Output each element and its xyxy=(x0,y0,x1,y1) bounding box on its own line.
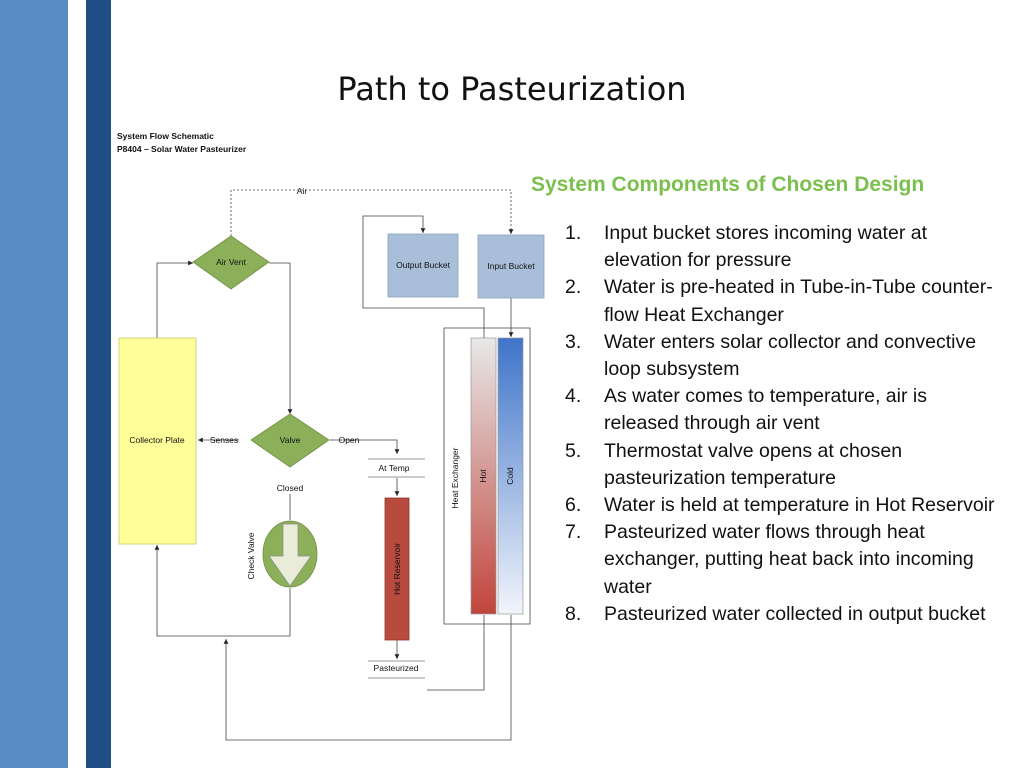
collector-plate xyxy=(118,337,197,545)
list-item: 1.Input bucket stores incoming water at … xyxy=(565,222,927,272)
hot-tube-label: Hot xyxy=(478,469,488,483)
air-label: Air xyxy=(297,186,308,196)
list-item: 8.Pasteurized water collected in output … xyxy=(565,602,986,625)
heat-exchanger-outline xyxy=(443,327,531,625)
input-bucket xyxy=(477,234,545,299)
output-bucket-loop-line xyxy=(362,215,485,338)
schematic-caption-line2: P8404 – Solar Water Pasteurizer xyxy=(117,144,247,154)
heat-exchanger-label: Heat Exchanger xyxy=(450,447,460,508)
list-item: 7.Pasteurized water flows through heat e… xyxy=(565,521,974,598)
pasteurized-to-hot-line xyxy=(427,615,485,691)
schematic-caption-line1: System Flow Schematic xyxy=(117,131,214,141)
collector-to-airvent-line xyxy=(156,260,193,338)
cold-tube xyxy=(497,337,524,615)
check-valve-label: Check Valve xyxy=(246,532,256,579)
open-label: Open xyxy=(339,435,360,445)
list-item: 3.Water enters solar collector and conve… xyxy=(565,330,977,381)
air-vent-label: Air Vent xyxy=(216,257,246,267)
hot-reservoir xyxy=(384,497,410,641)
collector-plate-label: Collector Plate xyxy=(129,435,185,445)
checkvalve-to-collector-line xyxy=(154,545,291,637)
at-temp-label: At Temp xyxy=(378,463,409,473)
air-line xyxy=(230,189,514,236)
list-item: 4.As water comes to temperature, air is … xyxy=(565,385,927,435)
air-vent-diamond xyxy=(192,235,270,290)
cold-tube-label: Cold xyxy=(505,467,515,485)
valve-label: Valve xyxy=(280,435,301,445)
components-steps-list: 1.Input bucket stores incoming water at … xyxy=(565,220,1005,628)
left-accent-bar-light xyxy=(0,0,68,768)
check-valve-down-arrow-icon xyxy=(268,523,312,587)
cold-to-collector-line xyxy=(223,615,512,741)
airvent-to-valve-line xyxy=(269,262,293,414)
output-bucket-label: Output Bucket xyxy=(396,260,451,270)
components-heading: System Components of Chosen Design xyxy=(531,173,925,196)
pasteurized-label: Pasteurized xyxy=(374,663,419,673)
list-item: 2.Water is pre-heated in Tube-in-Tube co… xyxy=(565,276,993,326)
list-item: 5.Thermostat valve opens at chosen paste… xyxy=(565,439,903,489)
closed-label: Closed xyxy=(277,483,304,493)
list-item: 6.Water is held at temperature in Hot Re… xyxy=(565,494,995,517)
senses-label: Senses xyxy=(210,435,238,445)
hot-reservoir-label: Hot Reservoir xyxy=(392,543,402,595)
hot-tube xyxy=(470,337,497,615)
valve-open-line xyxy=(330,439,400,454)
left-accent-bar-dark xyxy=(86,0,111,768)
valve-diamond xyxy=(250,413,330,468)
input-bucket-label: Input Bucket xyxy=(487,261,535,271)
output-bucket xyxy=(387,233,459,298)
slide-title: Path to Pasteurization xyxy=(337,70,687,108)
